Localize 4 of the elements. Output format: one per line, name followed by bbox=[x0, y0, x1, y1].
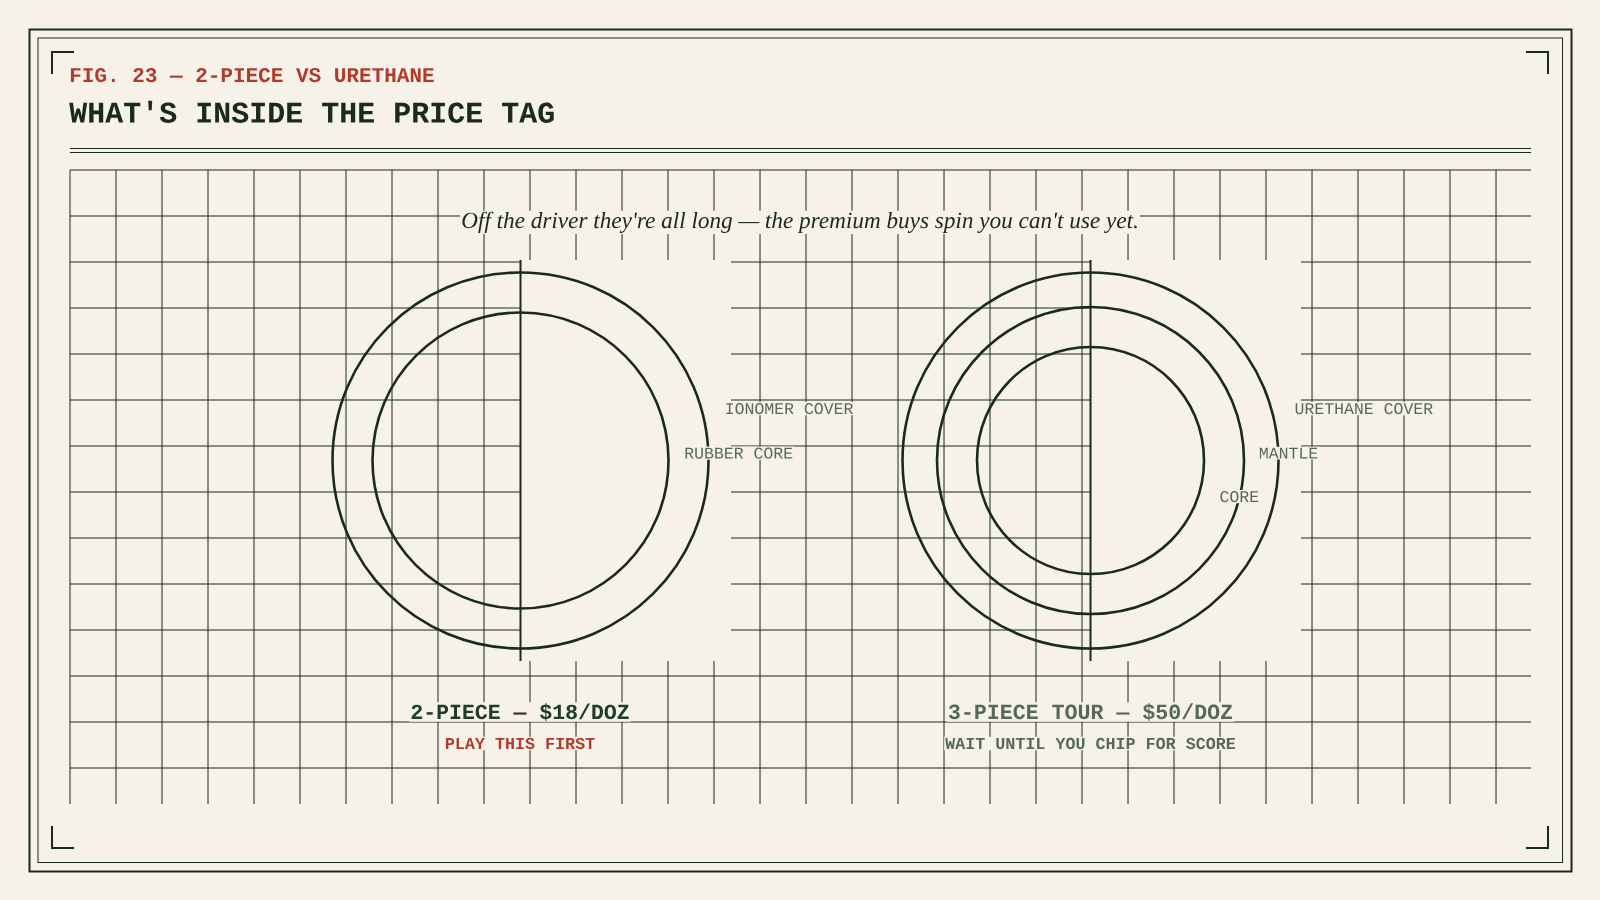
title: WHAT'S INSIDE THE PRICE TAG bbox=[68, 99, 557, 124]
price-label: 2-PIECE — $18/DOZ bbox=[409, 702, 631, 722]
subtitle: Off the driver they're all long — the premium buys spin you can't use yet. bbox=[460, 210, 1140, 234]
price-label: 3-PIECE TOUR — $50/DOZ bbox=[946, 702, 1235, 722]
